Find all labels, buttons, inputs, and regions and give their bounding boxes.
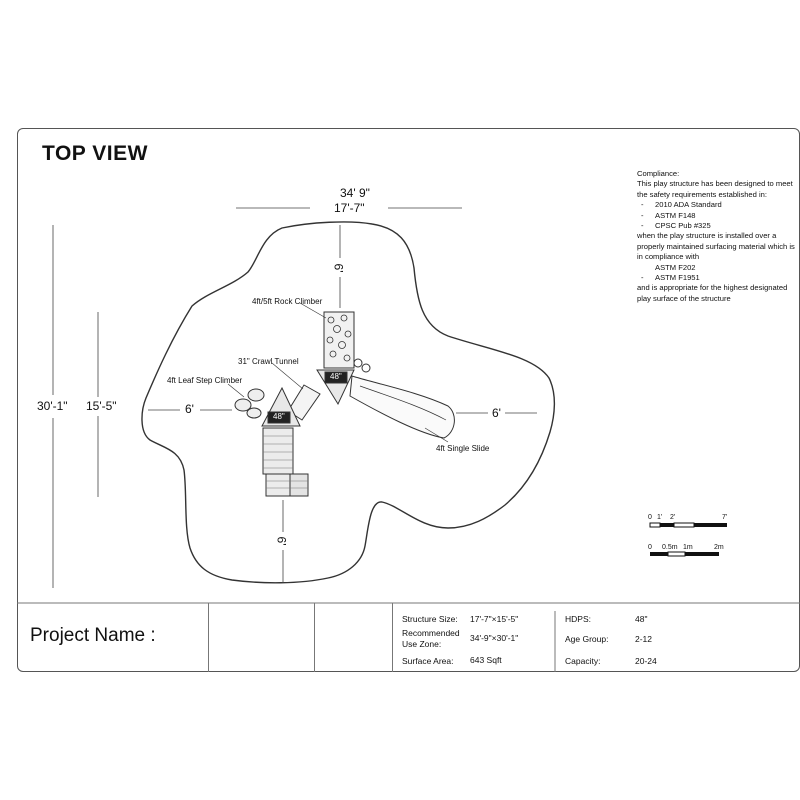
page-title: TOP VIEW xyxy=(42,142,148,165)
label-slide: 4ft Single Slide xyxy=(436,444,490,453)
dim-structure-width: 17'-7" xyxy=(334,201,365,215)
use-zone-outline xyxy=(141,221,556,584)
structure-size-value: 17'-7"×15'-5" xyxy=(470,614,519,624)
surface-area-value: 643 Sqft xyxy=(470,655,502,665)
scale-m-2: 2m xyxy=(714,544,724,551)
play-structure xyxy=(234,311,455,497)
scale-m-1: 1m xyxy=(683,544,693,551)
compliance-intro: This play structure has been designed to… xyxy=(637,179,793,199)
compliance-notes: Compliance: This play structure has been… xyxy=(637,169,797,307)
scale-m-05: 0.5m xyxy=(662,544,678,551)
surfacing-standard: ASTM F202 xyxy=(655,262,696,272)
dim-zone-width: 34' 9" xyxy=(340,186,370,200)
deck-height-right: 48" xyxy=(330,372,342,381)
use-zone-value: 34'-9"×30'-1" xyxy=(470,633,519,643)
use-zone-label: Recommended xyxy=(402,628,460,638)
scale-ft-1: 1' xyxy=(657,514,663,521)
scale-ft-0: 0 xyxy=(648,514,652,521)
stair-panel xyxy=(262,427,294,475)
use-zone-label-2: Use Zone: xyxy=(402,639,442,649)
divider xyxy=(392,603,393,672)
scale-bar-meters xyxy=(650,551,719,557)
hdps-value: 48" xyxy=(635,614,648,624)
compliance-condition: when the play structure is installed ove… xyxy=(637,231,795,262)
label-crawl-tunnel: 31" Crawl Tunnel xyxy=(238,357,299,366)
surfacing-standard: ASTM F1951 xyxy=(637,273,797,284)
scale-ft-2: 2' xyxy=(670,514,676,521)
age-group-label: Age Group: xyxy=(565,634,609,644)
dimension-lines xyxy=(52,207,537,588)
rock-holds xyxy=(326,314,352,362)
crawl-tunnel xyxy=(287,384,321,421)
hdps-label: HDPS: xyxy=(565,614,591,624)
dim-zone-height: 30'-1" xyxy=(37,399,68,413)
scale-ft-7: 7' xyxy=(722,514,728,521)
project-name-label: Project Name : xyxy=(30,625,156,646)
compliance-standard: 2010 ADA Standard xyxy=(637,200,797,211)
structure-size-label: Structure Size: xyxy=(402,614,458,624)
label-rock-climber: 4ft/5ft Rock Climber xyxy=(252,297,323,306)
leaf-climber xyxy=(234,388,265,419)
deck-height-left: 48" xyxy=(273,412,285,421)
dim-top-clearance: 6' xyxy=(331,263,346,273)
divider xyxy=(208,603,209,672)
scale-m-0: 0 xyxy=(648,544,652,551)
title-block-lines xyxy=(17,602,800,672)
capacity-label: Capacity: xyxy=(565,656,601,666)
label-leaf-climber: 4ft Leaf Step Climber xyxy=(167,376,243,385)
handhold xyxy=(353,358,363,368)
compliance-standard: CPSC Pub #325 xyxy=(637,221,797,232)
dim-left-clearance: 6' xyxy=(185,402,194,416)
leader-lines xyxy=(227,302,449,443)
rock-climber-panel xyxy=(323,311,355,369)
dim-structure-height: 15'-5" xyxy=(86,399,117,413)
compliance-standard: ASTM F148 xyxy=(637,211,797,222)
slide xyxy=(349,375,455,439)
dim-bottom-clearance: 6' xyxy=(274,536,289,546)
compliance-heading: Compliance: xyxy=(637,169,680,178)
capacity-value: 20-24 xyxy=(635,656,657,666)
surface-area-label: Surface Area: xyxy=(402,656,454,666)
divider xyxy=(314,603,315,672)
deck-height-tag-left xyxy=(267,411,291,424)
handhold xyxy=(361,363,371,373)
age-group-value: 2-12 xyxy=(635,634,653,644)
compliance-closing: and is appropriate for the highest desig… xyxy=(637,283,788,303)
scale-bar-feet xyxy=(649,522,727,528)
deck-height-tag-right xyxy=(324,371,348,384)
dim-right-clearance: 6' xyxy=(492,406,501,420)
stair-panel xyxy=(265,473,291,497)
stair-panel xyxy=(289,473,309,497)
